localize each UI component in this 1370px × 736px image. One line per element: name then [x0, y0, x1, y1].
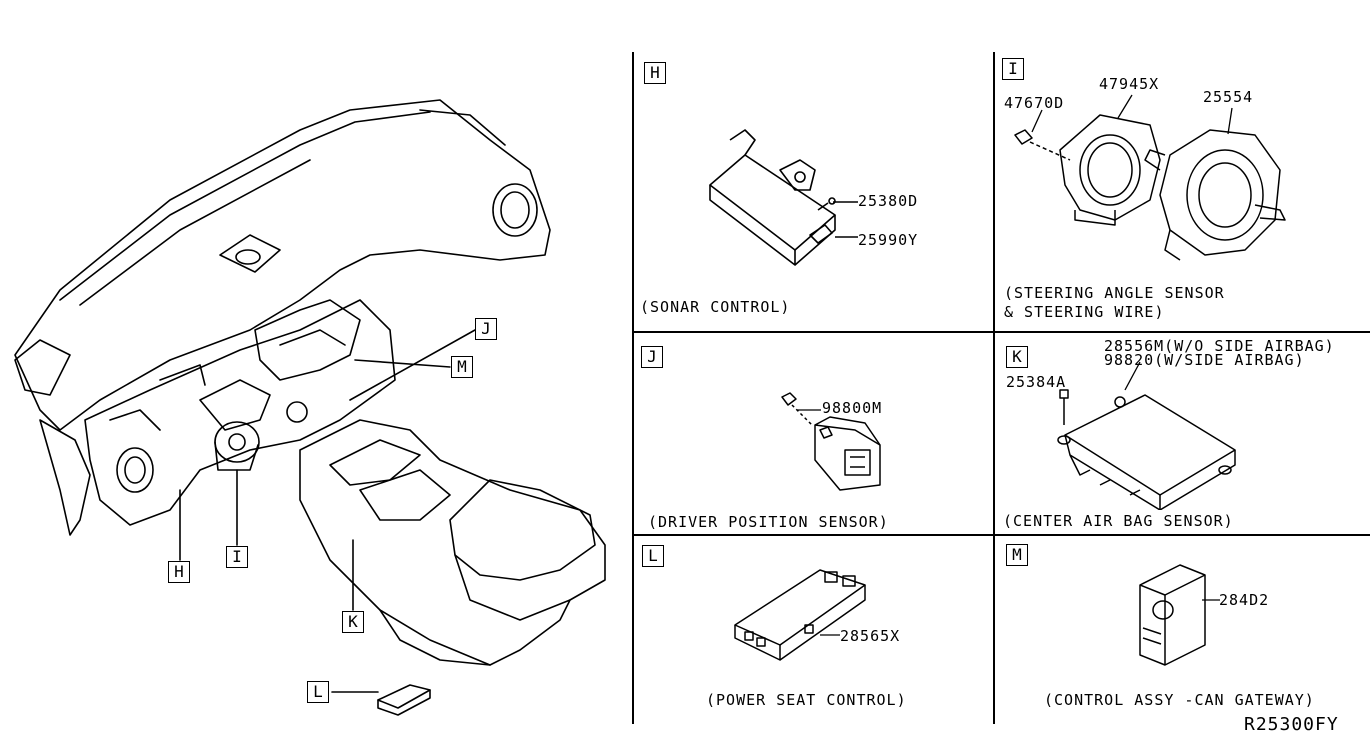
panel-k-tag: K — [1006, 346, 1028, 368]
panel-i-tag: I — [1002, 58, 1024, 80]
panel-h-tag: H — [644, 62, 666, 84]
power-seat-module-small — [377, 684, 431, 709]
panel-i-caption-line2: & STEERING WIRE) — [1004, 303, 1165, 321]
sonar-control-drawing — [709, 129, 836, 266]
dashboard-outline — [14, 99, 551, 431]
part-number-25990y: 25990Y — [858, 231, 919, 249]
panel-i-caption-line1: (STEERING ANGLE SENSOR — [1004, 284, 1225, 302]
driver-position-sensor-drawing — [781, 392, 881, 491]
part-number-98800m: 98800M — [822, 399, 883, 417]
lower-dash — [84, 299, 396, 526]
panel-l-caption: (POWER SEAT CONTROL) — [706, 691, 907, 709]
panel-h-leaders — [833, 201, 858, 238]
overview-tag-k: K — [342, 611, 364, 633]
overview-tag-l: L — [307, 681, 329, 703]
can-gateway-drawing — [1139, 564, 1206, 666]
part-number-25554: 25554 — [1203, 88, 1254, 106]
part-number-28556m: 28556M(W/O SIDE AIRBAG) — [1104, 337, 1335, 355]
part-number-47945x: 47945X — [1099, 75, 1160, 93]
part-number-284d2: 284D2 — [1219, 591, 1270, 609]
panel-m-caption: (CONTROL ASSY -CAN GATEWAY) — [1044, 691, 1315, 709]
right-vent — [492, 183, 538, 237]
part-number-98820: 98820(W/SIDE AIRBAG) — [1104, 351, 1305, 369]
part-number-28565x: 28565X — [840, 627, 901, 645]
panel-j-leader — [797, 409, 821, 411]
part-number-47670d: 47670D — [1004, 94, 1065, 112]
dashboard-overview-drawing — [14, 99, 606, 716]
grid-line-row2 — [632, 534, 1370, 536]
panel-h-caption: (SONAR CONTROL) — [640, 298, 791, 316]
diagram-reference-code: R25300FY — [1244, 714, 1339, 735]
panel-k-caption: (CENTER AIR BAG SENSOR) — [1003, 512, 1234, 530]
panel-m-tag: M — [1006, 544, 1028, 566]
armrest — [449, 479, 596, 581]
steering-angle-sensor-drawing — [1014, 114, 1286, 261]
overview-tag-i: I — [226, 546, 248, 568]
overview-tag-m: M — [451, 356, 473, 378]
panel-i-leaders — [1031, 94, 1233, 135]
panel-m-leader — [1202, 599, 1220, 601]
center-speaker — [219, 234, 281, 273]
overview-tag-h: H — [168, 561, 190, 583]
panel-j-caption: (DRIVER POSITION SENSOR) — [648, 513, 889, 531]
panel-j-tag: J — [641, 346, 663, 368]
grid-line-middle — [993, 52, 995, 724]
overview-tag-j: J — [475, 318, 497, 340]
grid-line-left — [632, 52, 634, 724]
center-air-bag-sensor-drawing — [1057, 389, 1236, 510]
grid-line-row1 — [632, 331, 1370, 333]
panel-k-leaders — [1124, 361, 1141, 391]
left-vent — [14, 339, 71, 396]
power-seat-control-drawing — [734, 569, 866, 661]
panel-l-tag: L — [642, 545, 664, 567]
panel-l-leader — [820, 634, 840, 636]
part-number-25380d: 25380D — [858, 192, 919, 210]
part-number-25384a: 25384A — [1006, 373, 1067, 391]
